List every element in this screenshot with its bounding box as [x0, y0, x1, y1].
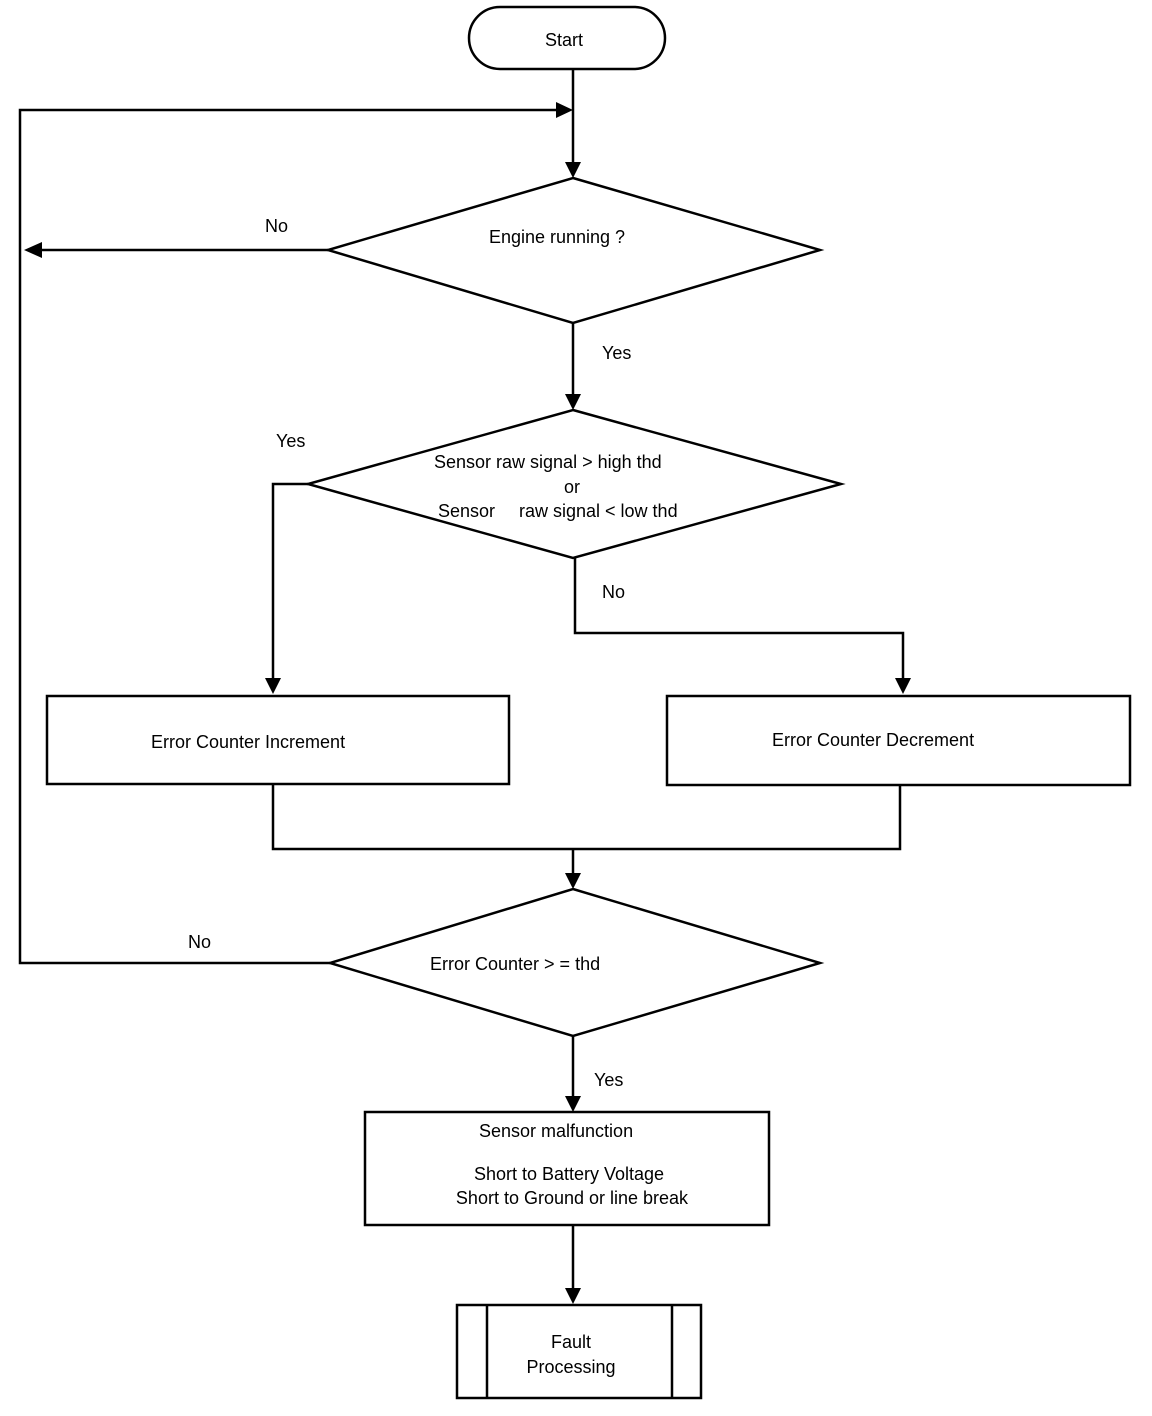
counter-check-label: Error Counter > = thd — [430, 954, 600, 974]
arrow-engine-no — [24, 242, 42, 258]
fault-processing-line2: Processing — [526, 1357, 615, 1377]
arrow-engine-yes — [565, 394, 581, 410]
arrow-counter-yes — [565, 1096, 581, 1112]
error-counter-decrement-box — [665, 694, 1132, 787]
sensor-check-line3-b: raw signal < low thd — [519, 501, 678, 521]
fault-processing-box — [455, 1303, 703, 1400]
sensor-malfunction-box — [363, 1110, 771, 1227]
connector-merge — [271, 784, 902, 851]
error-counter-decrement-label: Error Counter Decrement — [772, 730, 974, 750]
engine-running-label: Engine running ? — [489, 227, 625, 247]
sensor-check-line3-a: Sensor — [438, 501, 495, 521]
arrow-into-counter-decision — [565, 873, 581, 889]
counter-yes-label: Yes — [594, 1070, 623, 1090]
loop-back-line — [18, 108, 560, 965]
arrow-into-fault-processing — [565, 1288, 581, 1304]
sensor-yes-label: Yes — [276, 431, 305, 451]
engine-running-decision — [323, 176, 825, 325]
error-counter-increment-label: Error Counter Increment — [151, 732, 345, 752]
start-label: Start — [545, 30, 583, 50]
malfunction-title: Sensor malfunction — [479, 1121, 633, 1141]
error-counter-increment-box — [45, 694, 511, 786]
connector-sensor-no — [573, 558, 905, 680]
engine-no-label: No — [265, 216, 288, 236]
sensor-no-label: No — [602, 582, 625, 602]
connector-sensor-yes — [271, 482, 308, 680]
malfunction-line1: Short to Battery Voltage — [474, 1164, 664, 1184]
counter-no-label: No — [188, 932, 211, 952]
sensor-signal-decision — [303, 408, 846, 560]
malfunction-line2: Short to Ground or line break — [456, 1188, 689, 1208]
engine-yes-label: Yes — [602, 343, 631, 363]
arrow-into-engine-decision — [565, 162, 581, 178]
arrow-loop-back — [556, 102, 573, 118]
sensor-check-line2: or — [564, 477, 580, 497]
arrow-sensor-yes — [265, 678, 281, 694]
fault-processing-line1: Fault — [551, 1332, 591, 1352]
start-node — [467, 5, 667, 71]
arrow-sensor-no — [895, 678, 911, 694]
sensor-check-line1: Sensor raw signal > high thd — [434, 452, 662, 472]
